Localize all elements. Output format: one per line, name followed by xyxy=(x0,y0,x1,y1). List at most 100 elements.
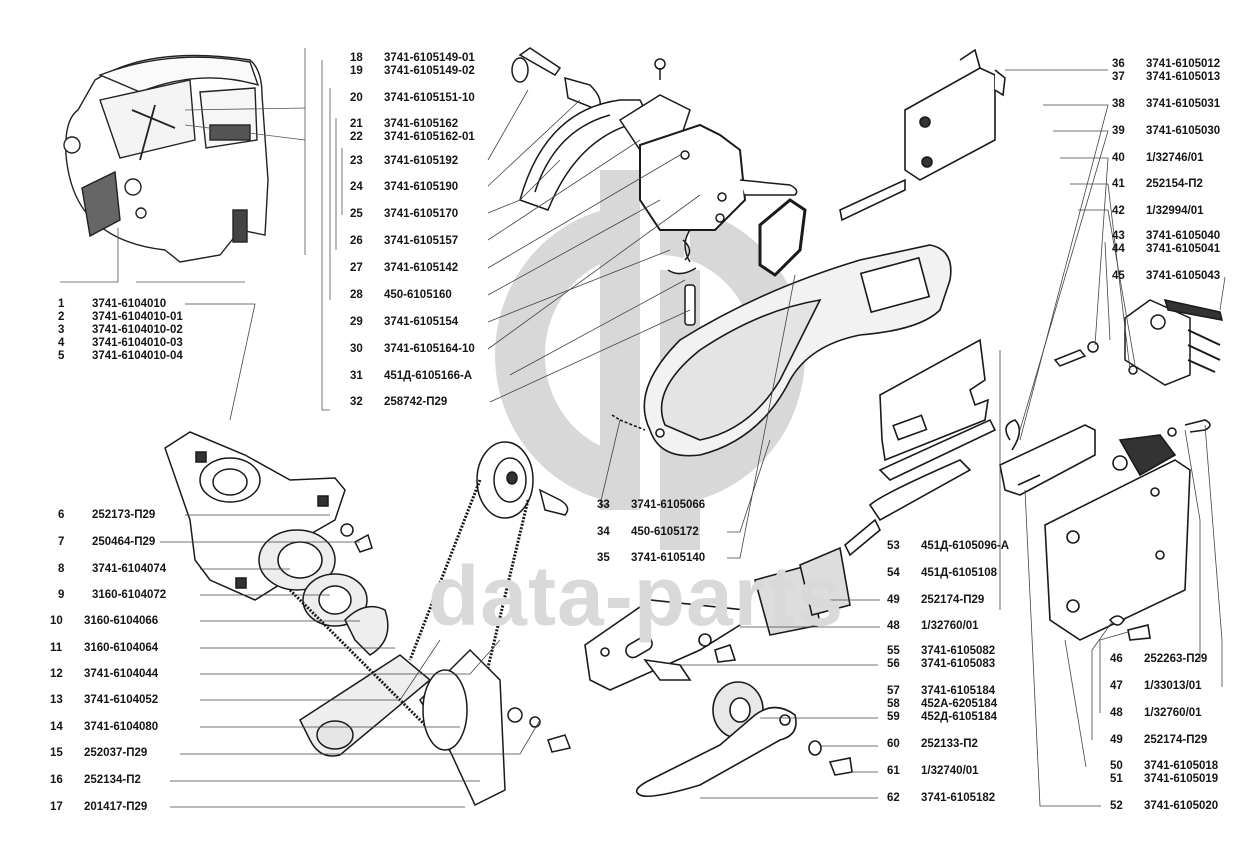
part-callout: 50 3741-6105018 xyxy=(1110,760,1218,773)
part-number: 23 xyxy=(350,155,363,167)
part-code: 3741-6105020 xyxy=(1144,800,1219,812)
vehicle-cab-illustration xyxy=(63,54,269,263)
part-number: 7 xyxy=(58,536,65,548)
part-code: 1/32746/01 xyxy=(1146,152,1204,164)
part-number: 28 xyxy=(350,289,363,301)
part-code: 1/32760/01 xyxy=(1144,707,1202,719)
part-code: 3741-6105012 xyxy=(1146,58,1221,70)
part-code: 3741-6105154 xyxy=(384,316,459,328)
part-code: 3741-6105019 xyxy=(1144,773,1219,785)
part-callout: 8 3741-6104074 xyxy=(58,563,166,576)
part-code: 3741-6105184 xyxy=(921,685,996,697)
part-code: 450-6105172 xyxy=(631,526,699,538)
part-code: 3741-6105013 xyxy=(1146,71,1221,83)
part-code: 3741-6105190 xyxy=(384,181,459,193)
part-number: 18 xyxy=(350,52,363,64)
part-number: 47 xyxy=(1110,680,1123,692)
part-code: 3741-6105162-01 xyxy=(384,131,475,143)
part-number: 59 xyxy=(887,711,900,723)
part-code: 452Д-6105184 xyxy=(921,711,997,723)
part-number: 54 xyxy=(887,567,900,579)
outer-handle-illustration xyxy=(511,47,807,326)
part-number: 32 xyxy=(350,396,363,408)
part-number: 13 xyxy=(50,694,63,706)
part-code: 3741-6105043 xyxy=(1146,270,1221,282)
part-number: 55 xyxy=(887,645,900,657)
part-number: 56 xyxy=(887,658,900,670)
part-number: 53 xyxy=(887,540,900,552)
door-lock-illustration xyxy=(999,419,1211,641)
part-code: 1/32994/01 xyxy=(1146,205,1204,217)
part-code: 450-6105160 xyxy=(384,289,452,301)
part-number: 14 xyxy=(50,721,63,733)
part-callout: 22 3741-6105162-01 xyxy=(350,131,475,144)
part-number: 60 xyxy=(887,738,900,750)
part-code: 3160-6104064 xyxy=(84,642,159,654)
part-number: 11 xyxy=(50,642,63,654)
part-code: 3741-6105157 xyxy=(384,235,459,247)
part-number: 8 xyxy=(58,563,65,575)
remote-lock-illustration xyxy=(839,48,1006,222)
part-code: 3741-6105041 xyxy=(1146,243,1221,255)
part-callout: 11 3160-6104064 xyxy=(50,642,158,655)
part-number: 35 xyxy=(597,552,610,564)
part-code: 3741-6105018 xyxy=(1144,760,1219,772)
part-code: 3741-6104010-01 xyxy=(92,311,183,323)
part-code: 258742-П29 xyxy=(384,396,448,408)
part-callout: 2 3741-6104010-01 xyxy=(58,311,183,324)
watermark-text: data-parts xyxy=(428,549,845,643)
part-number: 22 xyxy=(350,131,363,143)
part-callout: 55 3741-6105082 xyxy=(887,645,995,658)
pulley-belt-illustration xyxy=(408,441,572,807)
part-callout: 59 452Д-6105184 xyxy=(887,711,997,724)
part-number: 44 xyxy=(1112,243,1125,255)
part-code: 3741-6105082 xyxy=(921,645,996,657)
part-number: 25 xyxy=(350,208,363,220)
part-number: 62 xyxy=(887,792,900,804)
part-code: 3741-6105164-10 xyxy=(384,343,475,355)
part-code: 3741-6104074 xyxy=(92,563,167,575)
part-number: 20 xyxy=(350,92,363,104)
part-number: 2 xyxy=(58,311,65,323)
part-number: 50 xyxy=(1110,760,1123,772)
part-number: 12 xyxy=(50,668,63,680)
inner-escutcheon-illustration xyxy=(611,244,952,457)
part-callout: 28 450-6105160 xyxy=(350,289,452,302)
part-code: 451Д-6105166-А xyxy=(384,370,473,382)
part-code: 252173-П29 xyxy=(92,509,156,521)
part-code: 252037-П29 xyxy=(84,747,148,759)
